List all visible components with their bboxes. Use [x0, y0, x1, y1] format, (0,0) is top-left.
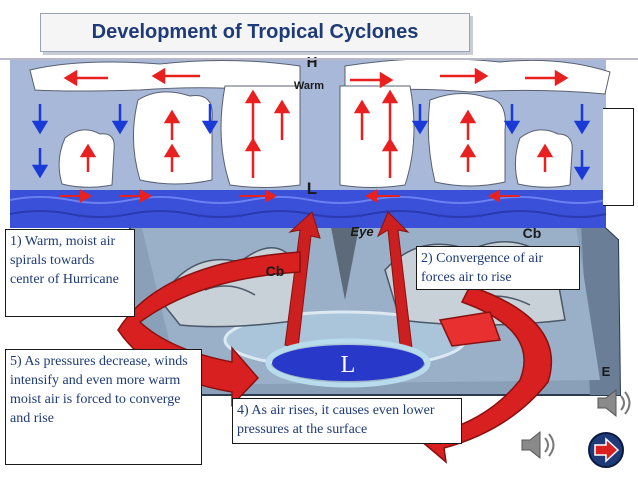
surface-low-label: L: [307, 179, 317, 198]
caption-step-1: 1) Warm, moist air spirals towards cente…: [5, 229, 135, 317]
page-title: Development of Tropical Cyclones: [91, 21, 419, 43]
title-box: Development of Tropical Cyclones: [40, 13, 470, 52]
speaker-icon[interactable]: [597, 388, 631, 418]
outflow-arrows: [63, 67, 569, 89]
caption-step-5: 5) As pressures decrease, winds intensif…: [5, 349, 202, 465]
inflow-arrows: [60, 189, 520, 203]
eye-label: Eye: [350, 224, 373, 239]
cumulonimbus-right-label: Cb: [523, 225, 542, 241]
downdraft-arrows: [31, 104, 591, 181]
low-pressure-ring: [265, 338, 431, 388]
updraft-arrows: [79, 89, 554, 178]
low-pressure-center: [272, 345, 424, 381]
title-divider: [0, 58, 638, 60]
cumulonimbus-left-label: Cb: [266, 263, 285, 279]
caption-step-4: 4) As air rises, it causes even lower pr…: [232, 398, 462, 444]
next-arrow-icon[interactable]: [588, 432, 624, 468]
corner-e-label: E: [602, 364, 611, 379]
center-low-label: L: [341, 352, 356, 378]
speaker-icon[interactable]: [521, 430, 555, 460]
warm-label: Warm: [294, 80, 324, 92]
caption-step-2: 2) Convergence of air forces air to rise: [416, 246, 580, 290]
side-frame: [603, 108, 634, 206]
high-pressure-label: H: [307, 54, 318, 71]
rising-air-arrows: [284, 211, 413, 349]
